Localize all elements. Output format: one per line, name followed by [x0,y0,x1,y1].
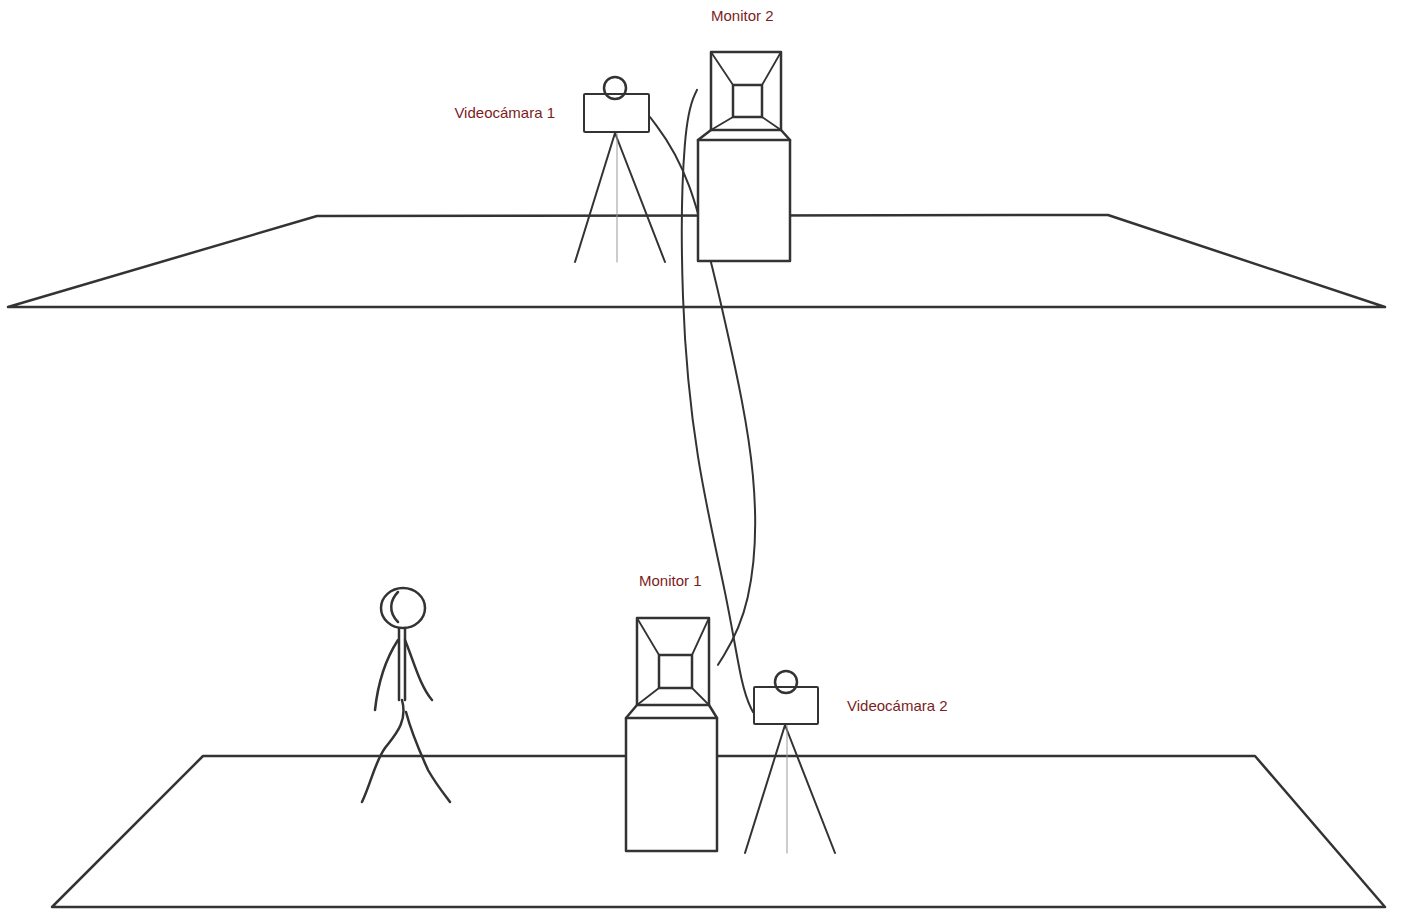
tripod [745,725,835,853]
device-label: Videocámara 1 [452,104,557,122]
device-label: Monitor 2 [709,7,776,25]
camera-lens [604,77,626,99]
monitor-drawing [697,52,791,262]
monitor-screen [711,52,781,130]
screen-perspective [692,618,709,655]
screen-center [733,85,762,117]
videocamera-body: Videocámara 1 [583,93,650,133]
screen-center [659,655,692,688]
device-label: Monitor 1 [637,572,704,590]
screen-perspective [711,52,733,85]
upper-floor [8,215,1385,307]
monitor-stand [626,718,717,851]
stand-top [626,705,717,718]
monitor-unit: Monitor 1 [625,618,718,852]
monitor-drawing [625,618,718,852]
stand-top [698,130,790,140]
screen-perspective [692,688,709,705]
tripod [575,133,665,262]
monitor-stand [698,140,790,261]
monitor-screen [637,618,709,705]
videocamera-body: Videocámara 2 [753,686,819,725]
monitor-unit: Monitor 2 [697,52,791,262]
camera-lens [775,671,797,693]
screen-perspective [637,688,659,705]
screen-perspective [637,618,659,655]
stick-figure [362,588,450,802]
lower-floor [52,756,1385,907]
screen-perspective [762,52,781,85]
screen-perspective [711,117,733,130]
screen-perspective [762,117,781,130]
device-label: Videocámara 2 [845,697,950,715]
